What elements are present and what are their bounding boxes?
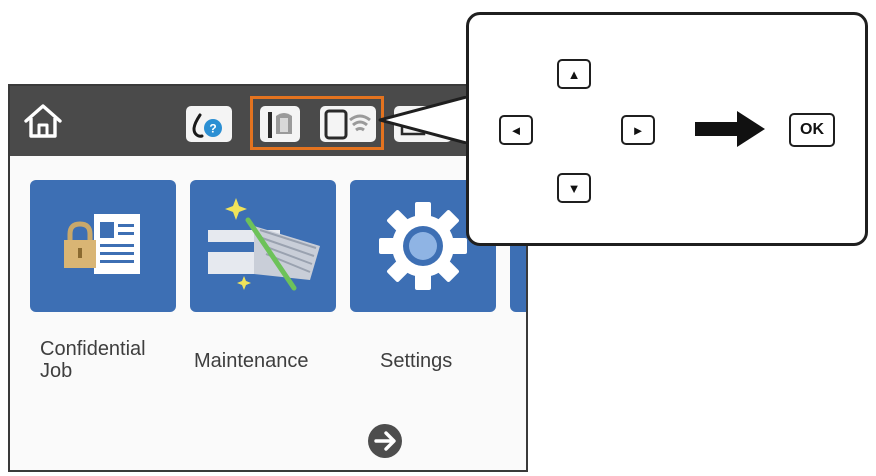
network-status-icon (268, 112, 292, 138)
right-key: ► (621, 115, 655, 145)
network-status-button[interactable] (260, 106, 300, 142)
maintenance-label: Maintenance (194, 350, 309, 372)
ink-status-button[interactable]: ? (186, 106, 232, 142)
callout-pointer (378, 96, 476, 144)
ok-key: OK (789, 113, 835, 147)
button-guide-callout: ▲ ◄ ► ▼ OK (466, 12, 868, 246)
arrow-right-icon (695, 111, 765, 147)
home-button[interactable] (18, 100, 68, 142)
gear-icon (379, 202, 467, 290)
printhead-nozzle-icon (208, 198, 320, 291)
arrow-right-circle-icon (368, 424, 402, 458)
svg-text:?: ? (209, 122, 216, 136)
up-key: ▲ (557, 59, 591, 89)
down-key: ▼ (557, 173, 591, 203)
settings-label: Settings (380, 350, 453, 372)
wifi-direct-button[interactable] (320, 106, 376, 142)
printer-control-panel: ? (8, 84, 528, 472)
wifi-direct-icon (324, 109, 371, 140)
status-bar: ? (10, 86, 526, 156)
settings-tile[interactable] (350, 180, 496, 312)
next-page-button[interactable] (364, 420, 406, 462)
lock-document-icon (64, 214, 140, 274)
left-key: ◄ (499, 115, 533, 145)
maintenance-tile[interactable] (190, 180, 336, 312)
confidential-job-tile[interactable] (30, 180, 176, 312)
home-icon (24, 104, 62, 138)
ink-help-icon: ? (192, 113, 222, 138)
app-tiles (10, 180, 526, 320)
confidential-job-label: Confidential Job (40, 338, 146, 382)
